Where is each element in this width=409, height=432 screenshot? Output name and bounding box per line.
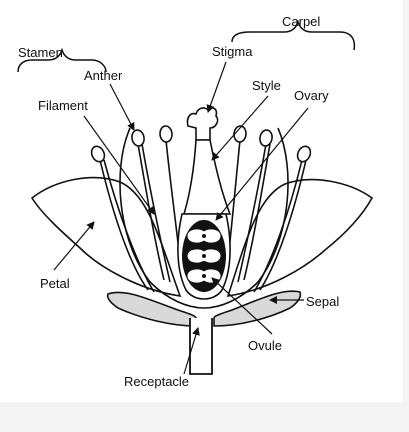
- anthers: [90, 125, 312, 163]
- anther-2: [131, 129, 145, 147]
- page-edge-bottom: [0, 402, 409, 432]
- receptacle-stalk: [189, 318, 213, 375]
- ovule-dots: [202, 234, 206, 278]
- filament-8: [243, 143, 271, 281]
- style-shape: [182, 139, 232, 215]
- filament-1: [99, 159, 149, 291]
- leader-receptacle: [183, 327, 200, 375]
- filament-7: [237, 143, 267, 283]
- petal-right: [226, 178, 374, 297]
- label-carpel: Carpel: [282, 14, 320, 29]
- leader-filament: [83, 115, 155, 215]
- leader-stigma: [206, 61, 227, 113]
- flower-cup: [119, 127, 289, 309]
- anther-1: [90, 145, 106, 163]
- label-style: Style: [252, 78, 281, 93]
- label-anther: Anther: [84, 68, 123, 83]
- flower-diagram: Carpel Stamen Stigma Anther Style Ovary …: [17, 14, 374, 389]
- anther-4: [233, 125, 247, 143]
- leader-ovary: [215, 107, 309, 221]
- page-edge-right: [403, 0, 409, 432]
- label-receptacle: Receptacle: [124, 374, 189, 389]
- anther-6: [296, 145, 312, 163]
- label-stamen: Stamen: [18, 45, 63, 60]
- leader-lines: [53, 61, 309, 375]
- label-sepal: Sepal: [306, 294, 339, 309]
- label-ovary: Ovary: [294, 88, 329, 103]
- leader-petal: [53, 221, 95, 271]
- leader-ovule: [211, 277, 273, 335]
- filament-2: [103, 159, 155, 293]
- stamen-brace: [17, 47, 107, 73]
- filament-9: [253, 159, 303, 293]
- carpel-brace: [231, 19, 356, 51]
- label-petal: Petal: [40, 276, 70, 291]
- filament-4: [141, 143, 171, 283]
- label-ovule: Ovule: [248, 338, 282, 353]
- leader-anther: [109, 83, 135, 131]
- filament-10: [259, 159, 307, 291]
- label-stigma: Stigma: [212, 44, 253, 59]
- label-filament: Filament: [38, 98, 88, 113]
- anther-3: [159, 125, 173, 143]
- sepal-left: [106, 291, 197, 327]
- stigma-shape: [186, 107, 219, 141]
- anther-5: [259, 129, 273, 147]
- leader-style: [211, 95, 269, 161]
- pistil: [182, 107, 232, 215]
